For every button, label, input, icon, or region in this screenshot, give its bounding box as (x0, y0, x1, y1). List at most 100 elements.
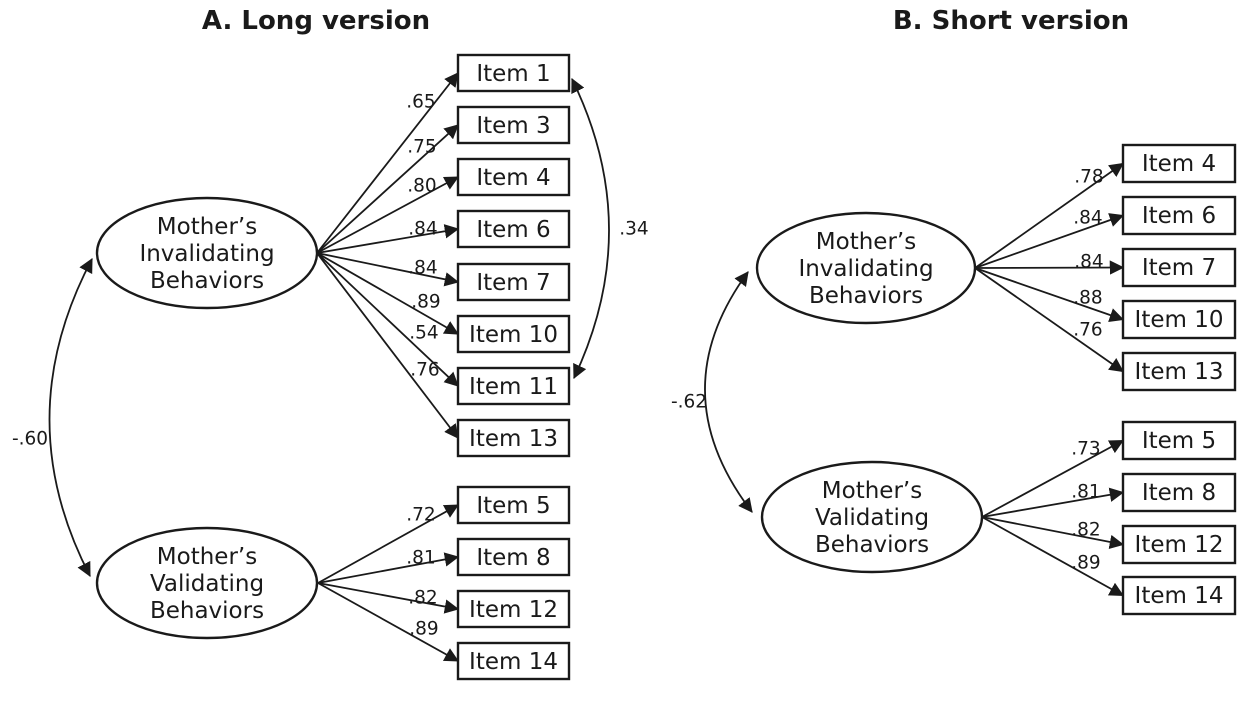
item-label: Item 8 (1142, 480, 1216, 506)
factor-label-line: Mother’s (157, 544, 257, 570)
item-label: Item 4 (476, 165, 550, 191)
loading-arrow (316, 124, 459, 254)
item-label: Item 7 (1142, 255, 1216, 281)
loading-arrow (316, 252, 459, 439)
loading-value: .84 (408, 258, 437, 279)
factor-ellipse-mothers-invalidating-short (755, 211, 977, 325)
factor-label-line: Mother’s (822, 478, 922, 504)
loading-arrow (981, 487, 1125, 518)
loading-arrow (316, 72, 459, 254)
panel-title-long-version: A. Long version (201, 6, 431, 36)
item-label: Item 7 (476, 270, 550, 296)
factor-label-line: Mother’s (157, 214, 257, 240)
factor-label-line: Invalidating (139, 241, 274, 267)
loading-arrow (974, 162, 1124, 269)
loading-value: .84 (408, 219, 437, 240)
item-box (1121, 143, 1237, 184)
loading-value: .81 (1071, 482, 1100, 503)
loading-arrow (981, 516, 1125, 550)
item-box (1121, 575, 1237, 616)
item-label: Item 6 (476, 217, 550, 243)
factor-ellipse-mothers-invalidating-long (95, 196, 319, 310)
loading-arrow (316, 252, 459, 387)
loading-arrow (317, 552, 460, 584)
loading-value: .89 (1071, 553, 1100, 574)
loading-value: .78 (1074, 167, 1103, 188)
item-box (456, 262, 571, 302)
loading-value: .76 (410, 360, 439, 381)
loading-value: .82 (1071, 520, 1100, 541)
item-box (456, 366, 571, 406)
item-box (456, 418, 571, 458)
item-label: Item 5 (476, 493, 550, 519)
item-label: Item 8 (476, 545, 550, 571)
loading-arrow (974, 267, 1125, 322)
factor-label-line: Behaviors (809, 283, 923, 309)
item-label: Item 12 (1135, 532, 1224, 558)
item-box (1121, 195, 1237, 236)
item-box (456, 485, 571, 525)
loading-arrow (981, 439, 1125, 518)
item-box (1121, 299, 1237, 340)
loading-value: .84 (1074, 252, 1103, 273)
item-box (456, 314, 571, 354)
factor-label-line: Mother’s (816, 229, 916, 255)
item-label: Item 5 (1142, 428, 1216, 454)
factor-label-line: Validating (150, 571, 264, 597)
covariance-arrow-factor-covariance-short (704, 271, 753, 513)
item-box (456, 105, 571, 145)
factor-ellipse-mothers-validating-short (760, 460, 984, 574)
item-label: Item 10 (469, 322, 558, 348)
covariance-value: -.62 (671, 392, 707, 413)
factor-label-line: Invalidating (798, 256, 933, 282)
loading-value: .54 (409, 323, 438, 344)
loading-value: .65 (406, 92, 435, 113)
loading-arrow (981, 516, 1125, 597)
loading-value: .88 (1073, 288, 1102, 309)
loading-value: .80 (407, 176, 436, 197)
loading-arrow (316, 252, 459, 335)
item-box (1121, 472, 1237, 513)
item-box (1121, 351, 1237, 392)
loading-value: .76 (1073, 320, 1102, 341)
loading-arrow (317, 504, 460, 584)
factor-ellipse-mothers-validating-long (95, 526, 319, 640)
item-box (456, 537, 571, 577)
item-box (1121, 524, 1237, 565)
loading-value: .84 (1073, 208, 1102, 229)
item-label: Item 6 (1142, 203, 1216, 229)
panel-title-short-version: B. Short version (892, 6, 1130, 36)
item-label: Item 14 (1135, 583, 1224, 609)
loading-arrow (317, 582, 460, 662)
item-label: Item 4 (1142, 151, 1216, 177)
loading-value: .89 (409, 619, 438, 640)
covariance-arrow-factor-covariance-long (48, 257, 93, 578)
item-label: Item 11 (469, 374, 558, 400)
loading-arrow (316, 176, 460, 254)
item-label: Item 1 (476, 61, 550, 87)
loading-value: .72 (406, 505, 435, 526)
item-box (1121, 247, 1237, 288)
covariance-value: .34 (619, 219, 648, 240)
loading-arrow (316, 252, 460, 287)
loading-value: .89 (411, 292, 440, 313)
item-box (456, 589, 571, 629)
covariance-value: -.60 (12, 429, 48, 450)
factor-label-line: Behaviors (150, 598, 264, 624)
item-label: Item 13 (1135, 359, 1224, 385)
item-box (456, 157, 571, 197)
item-label: Item 12 (469, 597, 558, 623)
item-box (456, 641, 571, 681)
item-label: Item 10 (1135, 307, 1224, 333)
loading-arrow (316, 224, 460, 254)
loading-arrow (974, 267, 1124, 373)
factor-label-line: Validating (815, 505, 929, 531)
covariance-arrow-item1-item11-covariance (571, 77, 610, 380)
loading-arrow (317, 582, 460, 614)
